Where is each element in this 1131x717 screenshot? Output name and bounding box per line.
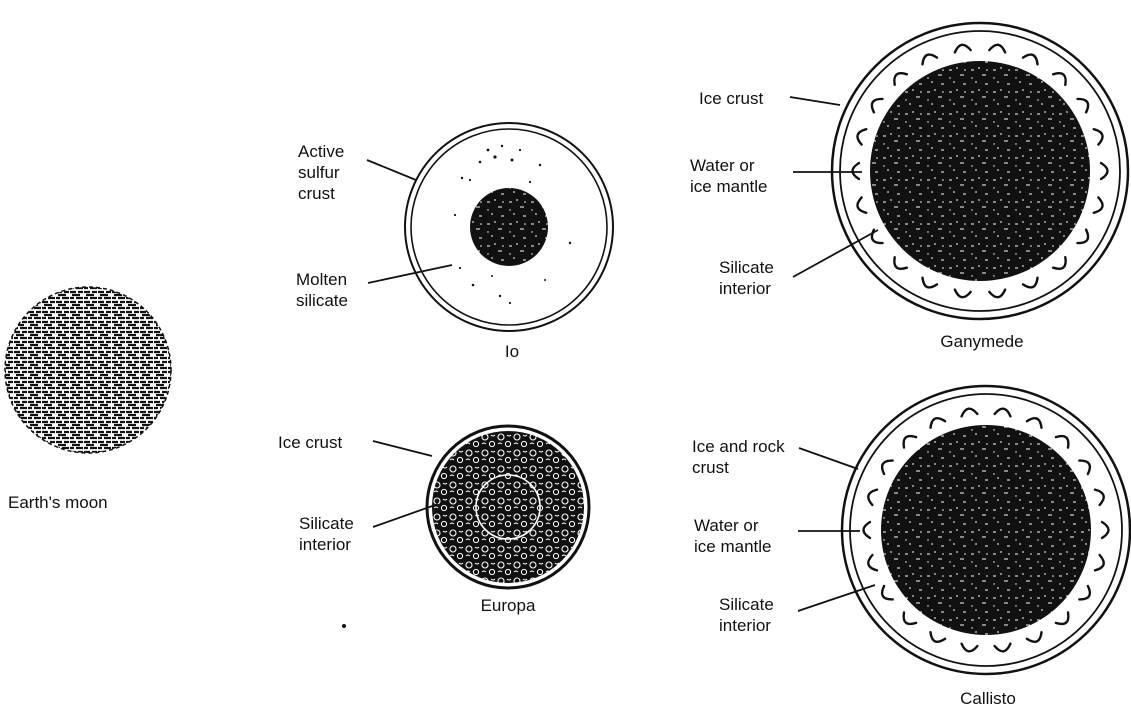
earths-moon-drawing [5, 287, 171, 453]
callisto-water-label: Water or ice mantle [694, 515, 771, 557]
io-drawing [405, 123, 613, 331]
ganymede-water-label: Water or ice mantle [690, 155, 767, 197]
ganymede-ice-label: Ice crust [699, 88, 763, 109]
moon-name-io: Io [505, 341, 519, 362]
io-crust-label: Active sulfur crust [298, 141, 344, 204]
callisto-drawing [842, 386, 1130, 674]
leader-europa-ice [373, 441, 432, 456]
callisto-crust-label: Ice and rock crust [692, 436, 785, 478]
ganymede-silicate-label: Silicate interior [719, 257, 774, 299]
ganymede-drawing [832, 23, 1128, 319]
leader-callisto-crust [799, 448, 858, 469]
moon-name-europa: Europa [481, 595, 536, 616]
moon-name-callisto: Callisto [960, 688, 1016, 709]
leader-io-crust [367, 160, 416, 180]
europa-drawing [427, 426, 589, 588]
io-molten-label: Molten silicate [296, 269, 348, 311]
callisto-silicate-label: Silicate interior [719, 594, 774, 636]
moon-name-ganymede: Ganymede [940, 331, 1023, 352]
moon-name-earths-moon: Earth's moon [8, 492, 108, 513]
leader-ganymede-ice [790, 97, 840, 105]
europa-ice-label: Ice crust [278, 432, 342, 453]
europa-silicate-label: Silicate interior [299, 513, 354, 555]
